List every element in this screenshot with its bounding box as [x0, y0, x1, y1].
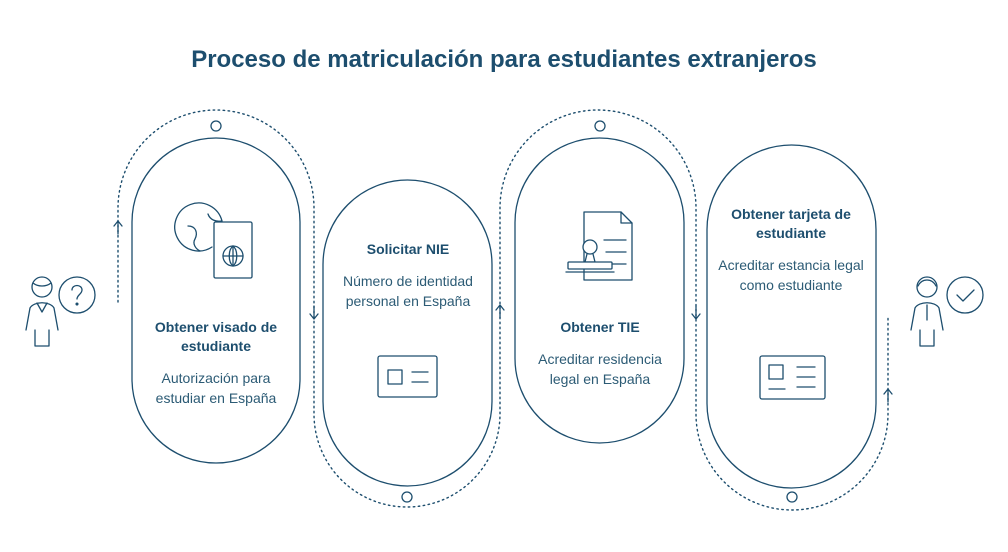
step-3: Obtener TIE Acreditar residencia legal e…	[525, 318, 675, 389]
dotted-connector	[117, 109, 889, 511]
checkmark-icon	[946, 276, 984, 314]
student-card-icon	[759, 355, 826, 400]
step-title: Obtener tarjeta de estudiante	[731, 206, 851, 241]
step-title: Obtener visado de estudiante	[154, 319, 278, 354]
connector-node	[401, 491, 413, 503]
arrow-up-icon	[883, 388, 893, 403]
diagram-title: Proceso de matriculación para estudiante…	[191, 46, 817, 73]
step-title: Solicitar NIE	[366, 241, 450, 257]
step-pill	[131, 137, 301, 464]
step-description: Acreditar estancia legal como estudiante	[718, 257, 864, 293]
person-icon	[910, 276, 944, 347]
arrow-up-icon	[495, 304, 505, 319]
step-description: Acreditar residencia legal en España	[538, 351, 662, 387]
step-description: Autorización para estudiar en España	[155, 370, 277, 406]
connector-node	[210, 120, 222, 132]
connector-node	[594, 120, 606, 132]
step-2: Solicitar NIE Número de identidad person…	[333, 240, 483, 311]
person-icon	[25, 276, 59, 347]
globe-passport-icon	[174, 202, 253, 279]
step-description: Número de identidad personal en España	[343, 273, 473, 309]
step-pill	[706, 144, 877, 489]
step-4: Obtener tarjeta de estudiante Acreditar …	[716, 205, 866, 295]
id-card-icon	[377, 355, 438, 398]
connector-node	[786, 491, 798, 503]
step-pill	[514, 137, 685, 444]
step-pill	[322, 179, 493, 487]
document-stamp-icon	[565, 211, 633, 281]
step-1: Obtener visado de estudiante Autorizació…	[141, 318, 291, 408]
question-icon	[58, 276, 96, 314]
arrow-down-icon	[691, 305, 701, 320]
step-title: Obtener TIE	[560, 319, 640, 335]
arrow-down-icon	[309, 305, 319, 320]
arrow-up-icon	[113, 220, 123, 235]
